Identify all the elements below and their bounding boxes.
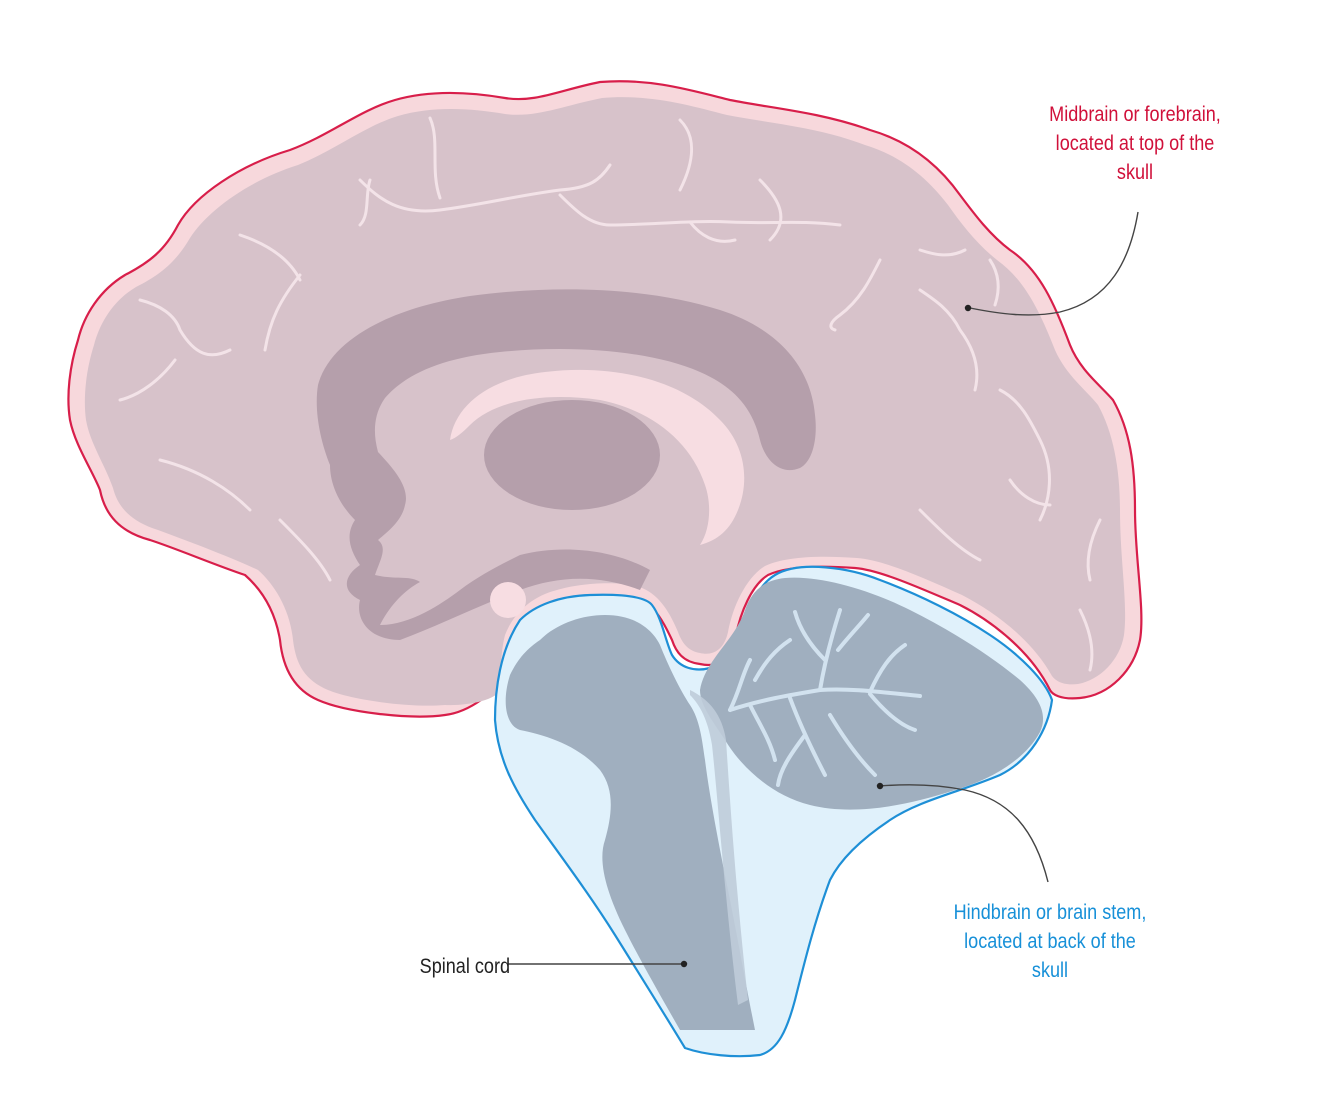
spinal-cord-label-text: Spinal cord [419,955,510,978]
hindbrain-region [493,565,1054,1058]
forebrain-dot [964,304,972,312]
corpus-callosum [316,289,816,640]
hindbrain-dot [876,782,884,790]
arbor-vitae [728,608,922,787]
thalamus [484,400,660,510]
stem-streak [690,690,748,1005]
forebrain-label-line-2: located at top of the [1055,132,1215,155]
hindbrain-label-line-3: skull [1031,959,1069,982]
forebrain-label: Midbrain or forebrain, located at top of… [1019,100,1251,187]
spinal-cord-label: Spinal cord [398,952,510,981]
brainstem [505,615,755,1030]
hindbrain-label-line-1: Hindbrain or brain stem, [953,901,1147,924]
hindbrain-label-line-2: located at back of the [964,930,1136,953]
leader-dots [680,304,972,968]
fornix-highlight [450,369,745,545]
leader-lines [508,211,1139,965]
inner-structures [316,289,816,640]
spinal-dot [680,960,688,968]
hindbrain-leader [879,784,1049,883]
pituitary-highlight [490,582,526,618]
hindbrain-label: Hindbrain or brain stem, located at back… [917,898,1184,985]
forebrain-label-line-1: Midbrain or forebrain, [1049,103,1221,126]
cortex-sulci [118,116,1102,672]
forebrain-label-line-3: skull [1116,161,1154,184]
forebrain-leader [969,211,1139,316]
forebrain-fill [84,97,1126,706]
